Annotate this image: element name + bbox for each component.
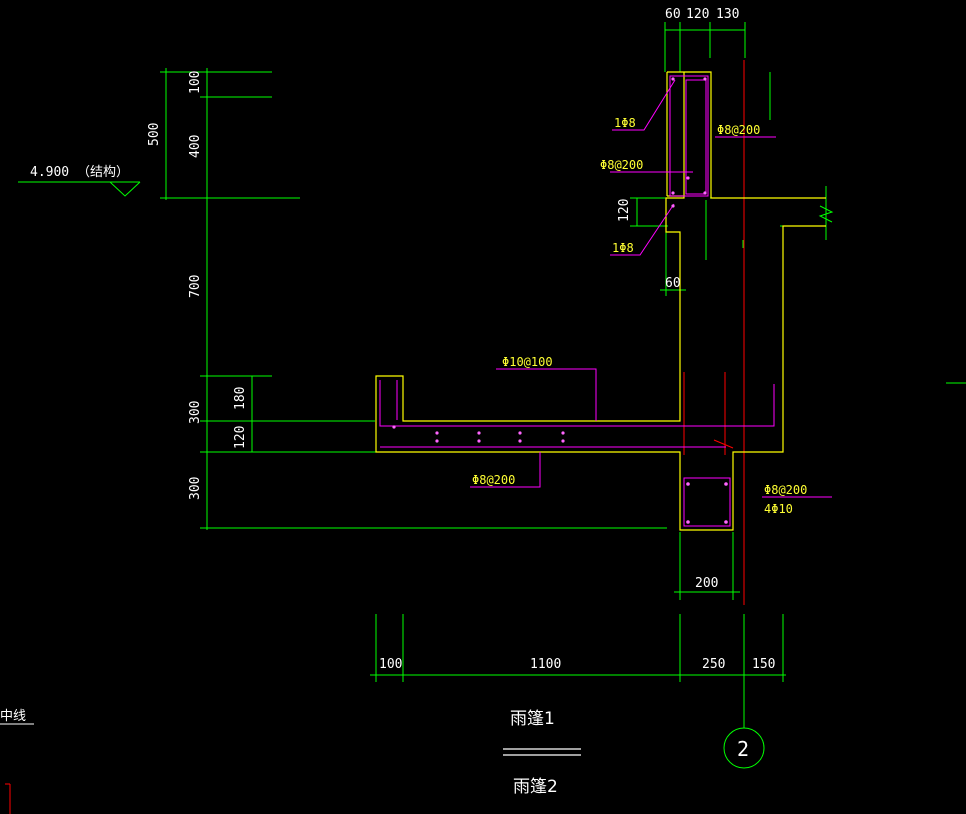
label-top-side: Φ8@200 [600,158,643,172]
rebar-dots [392,77,728,524]
elevation-label: 4.900 （结构） [30,165,129,180]
axis-bubble-label: 2 [737,737,749,761]
title-top: 雨篷1 [510,709,555,729]
dim-left-bottom: 300 [188,477,203,500]
dim-left-upper-total: 500 [147,123,162,146]
dim-left-middle: 700 [188,275,203,298]
axis-lines [5,60,745,814]
dim-beam-width: 200 [695,576,718,591]
title-bottom: 雨篷2 [513,777,558,797]
dim-top-1: 60 [665,7,681,22]
dim-left-lower-a: 180 [233,387,248,410]
label-mid-corner-bar: 1Φ8 [612,241,634,255]
rebar-lines [379,75,832,527]
dim-left-lower-b: 120 [233,426,248,449]
dim-upcurb-width: 60 [665,276,681,291]
dim-left-upper-a: 100 [188,71,203,94]
edge-label: 中线 [0,709,26,724]
dimension-text: 60 120 130 500 100 400 700 300 180 120 3… [0,7,775,761]
dim-left-upper-b: 400 [188,135,203,158]
dim-bottom-1: 100 [379,657,402,672]
dim-top-2: 120 [686,7,709,22]
dim-bottom-3: 250 [702,657,725,672]
titles: 雨篷1 雨篷2 [503,709,581,797]
concrete-outline [375,71,826,531]
rebar-labels: 1Φ8 Φ8@200 Φ8@200 1Φ8 Φ10@100 Φ8@200 Φ8@… [472,116,807,516]
dim-left-lower-total: 300 [188,401,203,424]
label-top-stirrup: Φ8@200 [717,123,760,137]
label-slab-top: Φ10@100 [502,355,553,369]
dim-upcurb-height: 120 [617,199,632,222]
label-beam-longitudinal: 4Φ10 [764,502,793,516]
label-slab-bottom: Φ8@200 [472,473,515,487]
dim-bottom-4: 150 [752,657,775,672]
label-beam-stirrup: Φ8@200 [764,483,807,497]
dim-bottom-2: 1100 [530,657,561,672]
label-top-corner-bar: 1Φ8 [614,116,636,130]
dim-top-3: 130 [716,7,739,22]
